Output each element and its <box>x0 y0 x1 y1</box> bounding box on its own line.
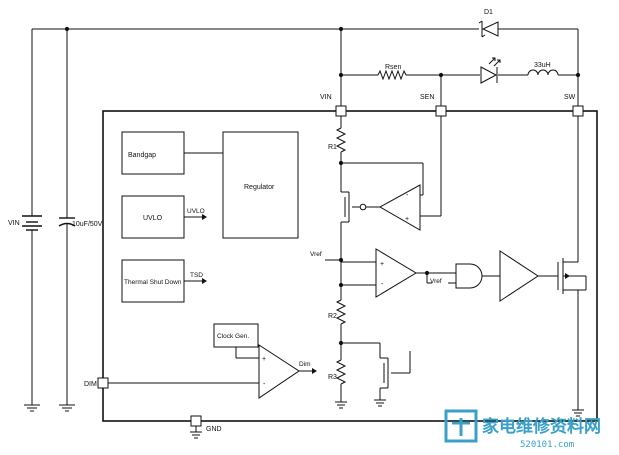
led <box>480 57 501 84</box>
uvlo-block-label: UVLO <box>143 215 163 222</box>
vref-left-label: Vref <box>310 251 322 258</box>
clock-gen-label: Clock Gen. <box>217 333 249 340</box>
top-rail-wires <box>32 26 581 106</box>
vref-right-label: Vref <box>430 278 442 285</box>
sense-amp-minus: - <box>406 192 409 199</box>
pin-sen-label: SEN <box>420 94 434 101</box>
r3-label: R3 <box>328 374 337 381</box>
pin-gnd-label: GND <box>206 426 222 433</box>
regulator-label: Regulator <box>244 184 275 191</box>
pin-vin <box>335 105 347 117</box>
pin-sen <box>435 105 447 117</box>
sense-amplifier <box>378 184 421 231</box>
pin-dim <box>97 377 109 389</box>
uvlo-out-label: UVLO <box>187 208 205 215</box>
dim-comp-minus: - <box>263 381 266 388</box>
pin-sw-label: SW <box>564 94 576 101</box>
tsd-block-label: Thermal Shut Down <box>124 279 182 286</box>
pin-gnd <box>190 415 202 427</box>
inductor-label: 33uH <box>534 62 551 69</box>
r2-resistor <box>335 299 347 325</box>
r2-label: R2 <box>328 313 337 320</box>
dim-out-label: Dim <box>299 361 311 368</box>
pin-sw <box>572 105 584 117</box>
diode-label: D1 <box>484 9 493 16</box>
pin-dim-label: DIM <box>84 381 97 388</box>
tsd-block <box>121 259 185 303</box>
watermark-title: 家电维修资料网 <box>482 416 601 437</box>
bandgap-label: Bandgap <box>128 152 156 159</box>
sense-amp-plus: + <box>405 216 409 223</box>
r3-ground <box>335 401 347 409</box>
pin-vin-label: VIN <box>320 94 332 101</box>
inductor <box>527 69 559 76</box>
main-comparator-wiring <box>341 261 456 286</box>
r3-resistor <box>335 359 347 385</box>
dim-comparator-wiring <box>108 347 317 384</box>
main-comp-minus: - <box>381 281 384 288</box>
main-comp-plus: + <box>380 261 384 268</box>
sense-pmos <box>341 191 367 223</box>
vin-source-wiring <box>22 29 42 412</box>
ic-package-outline <box>102 110 598 422</box>
dim-comparator <box>258 344 300 399</box>
pin-squares <box>97 105 584 427</box>
uvlo-block <box>121 195 185 239</box>
input-capacitor <box>58 29 76 412</box>
vin-source-label: VIN <box>8 220 20 227</box>
r1-resistor <box>335 127 347 153</box>
watermark-logo <box>444 409 478 443</box>
dim-nmos <box>374 351 411 407</box>
power-nmos <box>557 116 587 417</box>
r1-label: R1 <box>328 144 337 151</box>
bandgap-block <box>121 131 185 175</box>
and-gate <box>455 263 483 289</box>
gnd-pin-ground <box>190 426 202 439</box>
schottky-diode-d1 <box>478 20 499 38</box>
capacitor-label: 10uF/50V <box>72 221 103 228</box>
main-comparator <box>375 248 417 298</box>
rsen-label: Rsen <box>385 64 401 71</box>
tsd-out-label: TSD <box>190 272 203 279</box>
gate-driver <box>499 250 539 302</box>
watermark-url: 520101.com <box>520 440 574 450</box>
sense-amp-wiring <box>382 116 442 217</box>
regulator-block <box>222 131 299 239</box>
rsen-resistor <box>377 69 407 81</box>
dim-comp-plus: + <box>262 356 266 363</box>
